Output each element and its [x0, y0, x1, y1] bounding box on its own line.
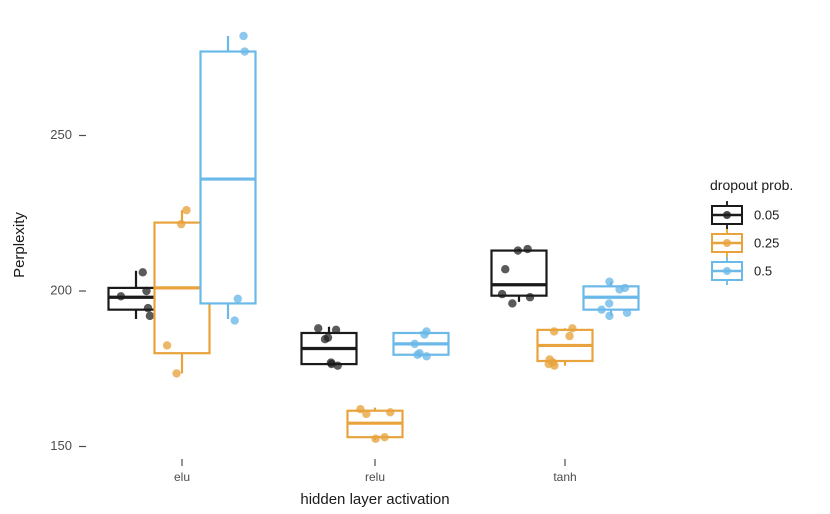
- y-axis: 150 200 250: [50, 127, 86, 453]
- data-point: [513, 246, 523, 255]
- points-0.5-tanh: [597, 277, 632, 321]
- x-axis-title: hidden layer activation: [300, 491, 449, 508]
- data-point: [314, 324, 323, 333]
- data-point: [371, 434, 380, 443]
- data-point: [380, 432, 389, 442]
- data-point: [331, 325, 341, 335]
- data-point: [239, 31, 248, 41]
- legend-label-0.05: 0.05: [754, 207, 779, 222]
- data-point: [605, 277, 614, 286]
- data-point: [550, 361, 559, 370]
- plot-area: [107, 31, 640, 443]
- legend-key-point: [723, 267, 731, 275]
- data-point: [497, 289, 507, 299]
- data-point: [422, 352, 431, 361]
- box-0.25-tanh: [536, 328, 594, 366]
- data-point: [320, 335, 330, 344]
- data-point: [410, 339, 419, 349]
- data-point: [116, 292, 126, 301]
- points-0.05-elu: [116, 268, 155, 321]
- data-point: [177, 219, 186, 229]
- box-0.5-tanh: [582, 281, 640, 316]
- data-point: [333, 361, 342, 370]
- data-point: [523, 244, 532, 254]
- data-point: [622, 308, 632, 317]
- data-point: [549, 327, 559, 336]
- y-tick-label-150: 150: [50, 438, 72, 453]
- data-point: [172, 369, 181, 378]
- x-tick-label-elu: elu: [174, 470, 190, 484]
- legend-key-point: [723, 239, 731, 247]
- y-tick-label-200: 200: [50, 282, 72, 297]
- data-point: [362, 409, 371, 419]
- points-0.05-tanh: [497, 244, 535, 308]
- data-point: [143, 303, 153, 313]
- data-point: [233, 294, 242, 303]
- legend-item-0.5[interactable]: 0.5: [711, 257, 772, 285]
- legend-label-0.25: 0.25: [754, 235, 779, 250]
- y-axis-title: Perplexity: [11, 212, 28, 278]
- data-point: [565, 331, 574, 341]
- legend-item-0.05[interactable]: 0.05: [711, 201, 779, 229]
- legend-title: dropout prob.: [710, 177, 793, 193]
- legend: dropout prob. 0.05 0.25 0.5: [710, 177, 793, 285]
- y-tick-label-250: 250: [50, 127, 72, 142]
- box-rect: [490, 249, 548, 297]
- points-0.25-relu: [356, 404, 395, 443]
- data-point: [240, 47, 249, 56]
- x-tick-label-tanh: tanh: [553, 470, 576, 484]
- points-0.25-tanh: [544, 324, 577, 370]
- legend-key-point: [723, 211, 731, 219]
- data-point: [501, 265, 510, 274]
- data-point: [230, 316, 239, 325]
- data-point: [525, 293, 535, 302]
- data-point: [605, 311, 614, 321]
- data-point: [142, 286, 151, 296]
- data-point: [145, 311, 155, 321]
- data-point: [138, 268, 147, 277]
- x-axis: elu relu tanh: [174, 459, 577, 484]
- data-point: [508, 299, 517, 308]
- data-point: [615, 285, 624, 294]
- data-point: [386, 408, 395, 417]
- x-tick-label-relu: relu: [365, 470, 385, 484]
- points-0.5-relu: [410, 327, 431, 361]
- legend-item-0.25[interactable]: 0.25: [711, 229, 779, 257]
- points-0.5-elu: [230, 31, 249, 325]
- legend-label-0.5: 0.5: [754, 263, 772, 278]
- data-point: [605, 299, 614, 308]
- data-point: [420, 330, 429, 339]
- points-0.25-elu: [162, 205, 191, 378]
- data-point: [356, 404, 365, 414]
- data-point: [597, 305, 606, 314]
- data-point: [162, 341, 172, 350]
- data-point: [182, 205, 191, 215]
- data-point: [568, 324, 577, 333]
- data-point: [413, 350, 422, 359]
- points-0.05-relu: [314, 324, 342, 370]
- box-0.5-elu: [199, 35, 257, 319]
